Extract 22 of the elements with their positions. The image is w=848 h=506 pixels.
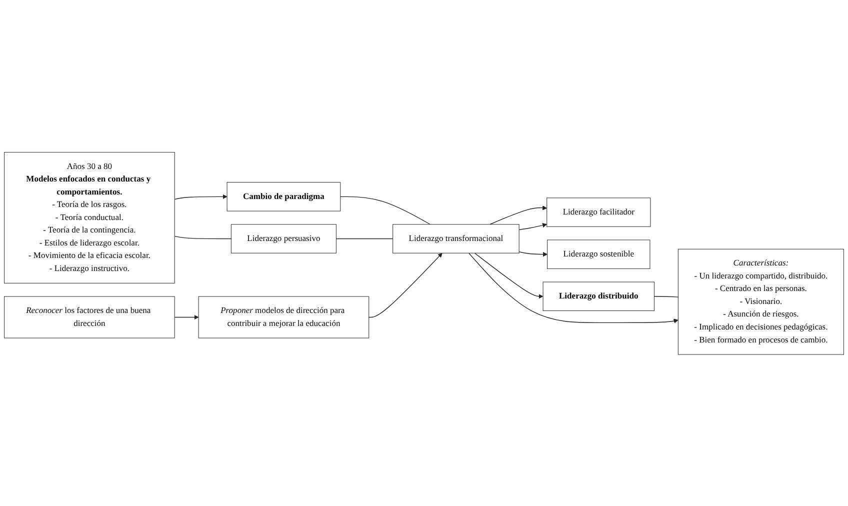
- node-box: Liderazgo facilitador: [546, 197, 651, 226]
- arrow: [518, 222, 548, 230]
- node-box: Años 30 a 80 Modelos enfocados en conductas y comportamientos. - Teoría de los rasgos. - Teoría conductual. - Teoría de la contingencia. - Estilos de liderazgo escolar. - Movimiento de la eficacia escolar. - Liderazgo instructivo.: [4, 152, 175, 284]
- node-box: Liderazgo sostenible: [547, 239, 650, 269]
- arrow: [474, 252, 544, 298]
- arrow: [518, 251, 548, 256]
- connector: [336, 238, 394, 239]
- node-box: Características: - Un liderazgo compartido, distribuido. - Centrado en las personas. - Visionario. - Asunción de riesgos. - Implicado en decisiones pedagógicas. - Bien formado en procesos de cambio.: [678, 248, 844, 354]
- arrow: [174, 194, 228, 200]
- arrow: [368, 252, 442, 318]
- connector: [174, 235, 232, 239]
- connector: [654, 296, 679, 297]
- arrow: [490, 205, 548, 224]
- node-box: Reconocer los factores de una buena dirección: [4, 296, 175, 338]
- node-box: Proponer modelos de dirección para contribuir a mejorar la educación: [198, 296, 370, 338]
- arrow: [468, 252, 678, 323]
- arrow: [174, 314, 199, 320]
- connector: [340, 196, 431, 224]
- node-box: Liderazgo transformacional: [392, 224, 520, 253]
- node-box: Cambio de paradigma: [226, 182, 341, 211]
- node-box: Liderazgo distribuido: [542, 281, 654, 311]
- node-box: Liderazgo persuasivo: [230, 224, 336, 253]
